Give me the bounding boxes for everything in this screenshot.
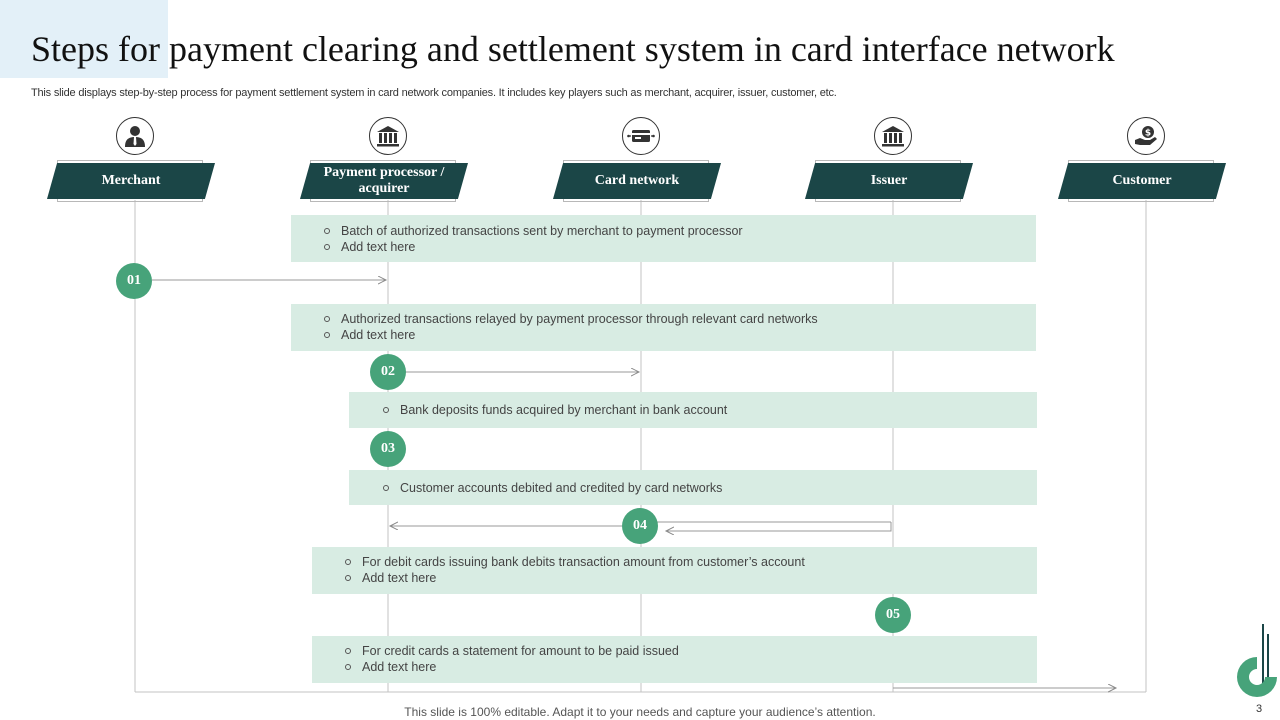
step-01-description: Batch of authorized transactions sent by… [291, 215, 1036, 262]
page-title: Steps for payment clearing and settlemen… [31, 29, 1115, 69]
svg-text:$: $ [1145, 129, 1151, 139]
businessman-icon [116, 117, 154, 155]
step-02-badge: 02 [370, 354, 406, 390]
actor-payment-processor: Payment processor / acquirer [300, 163, 468, 199]
bullet-text: Add text here [323, 239, 1036, 255]
step-04-badge: 04 [622, 508, 658, 544]
bullet-text: Add text here [344, 659, 1037, 675]
actor-customer: Customer [1058, 163, 1226, 199]
corner-accent [0, 0, 168, 78]
step-04-description: Customer accounts debited and credited b… [349, 470, 1037, 505]
step-03-description: Bank deposits funds acquired by merchant… [349, 392, 1037, 428]
bank-building-icon [369, 117, 407, 155]
actor-merchant: Merchant [47, 163, 215, 199]
bullet-text: For debit cards issuing bank debits tran… [344, 554, 1037, 570]
actor-card-network: Card network [553, 163, 721, 199]
hand-money-icon: $ [1127, 117, 1165, 155]
step-01-badge: 01 [116, 263, 152, 299]
bullet-text: Authorized transactions relayed by payme… [323, 311, 1036, 327]
step-05-badge: 05 [875, 597, 911, 633]
step-05-description: For debit cards issuing bank debits tran… [312, 547, 1037, 594]
bullet-text: Add text here [344, 570, 1037, 586]
page-number: 3 [1256, 703, 1263, 715]
bullet-text: For credit cards a statement for amount … [344, 643, 1037, 659]
credit-card-network-icon [622, 117, 660, 155]
arrow-step-04-right [666, 522, 892, 531]
step-02-description: Authorized transactions relayed by payme… [291, 304, 1036, 351]
bullet-text: Add text here [323, 327, 1036, 343]
bullet-text: Customer accounts debited and credited b… [382, 480, 1037, 496]
actor-issuer: Issuer [805, 163, 973, 199]
bank-building-icon [874, 117, 912, 155]
step-06-description: For credit cards a statement for amount … [312, 636, 1037, 683]
bullet-text: Bank deposits funds acquired by merchant… [382, 402, 1037, 418]
brand-logo-icon [1237, 624, 1277, 697]
footer-note: This slide is 100% editable. Adapt it to… [404, 705, 876, 719]
step-03-badge: 03 [370, 431, 406, 467]
page-subtitle: This slide displays step-by-step process… [31, 87, 837, 99]
bullet-text: Batch of authorized transactions sent by… [323, 223, 1036, 239]
